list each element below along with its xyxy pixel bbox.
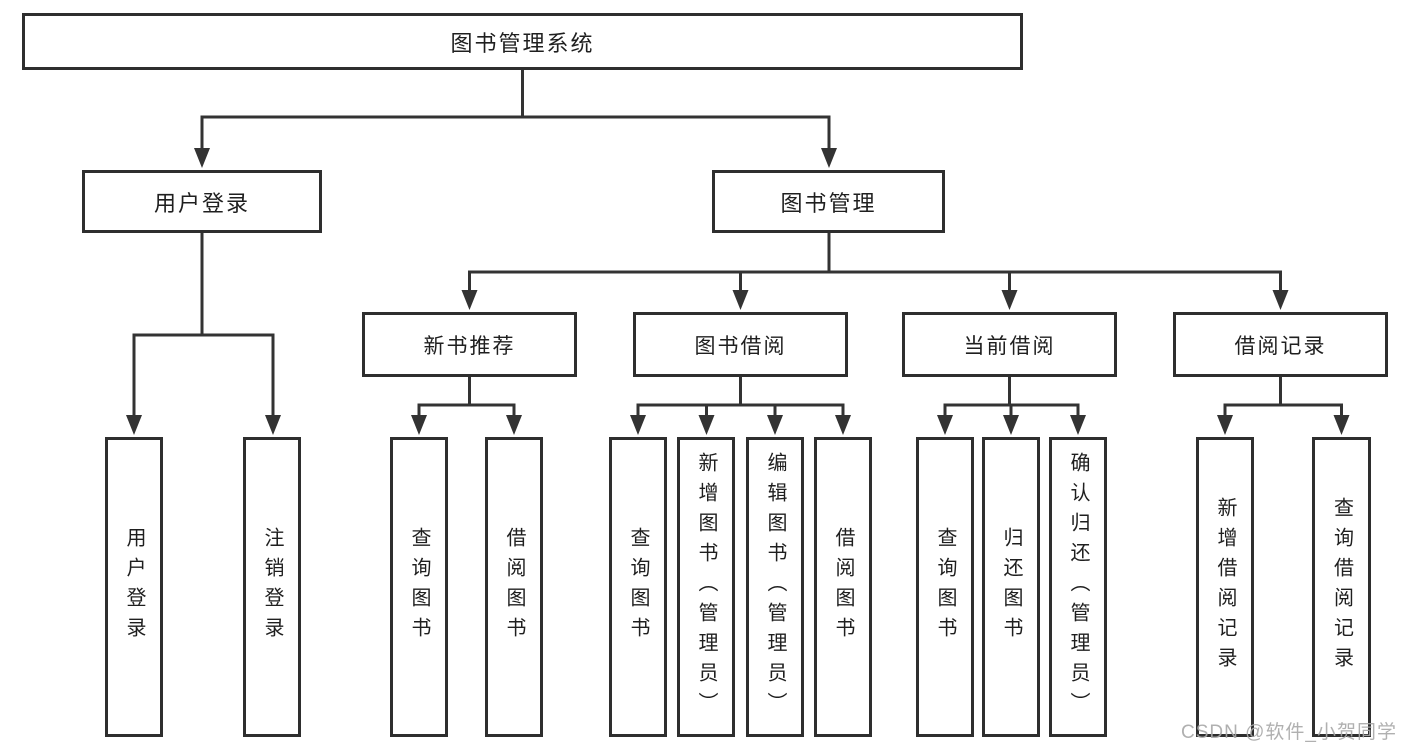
csdn-watermark: CSDN @软件_小贺同学 [1181,722,1397,743]
leaf-query-borrow-record: 查询借阅记录 [1312,437,1371,737]
node-user-login-branch: 用户登录 [82,170,322,233]
node-label: 确认归还（管理员） [1067,452,1089,722]
leaf-add-borrow-record: 新增借阅记录 [1196,437,1254,737]
node-label: 用户登录 [123,527,145,647]
node-book-borrow: 图书借阅 [633,312,848,377]
node-label: 注销登录 [261,527,283,647]
leaf-logout: 注销登录 [243,437,301,737]
node-label: 新增图书（管理员） [695,452,717,722]
node-label: 借阅图书 [503,527,525,647]
node-book-management-branch: 图书管理 [712,170,945,233]
node-current-borrow: 当前借阅 [902,312,1117,377]
arrowheads [126,148,1350,435]
node-label: 新书推荐 [423,334,516,358]
node-label: 查询借阅记录 [1330,497,1353,677]
leaf-borrow-books: 借阅图书 [814,437,872,737]
node-label: 图书管理 [780,190,877,216]
leaf-user-login: 用户登录 [105,437,163,737]
leaf-return-books: 归还图书 [982,437,1040,737]
leaf-confirm-return-admin: 确认归还（管理员） [1049,437,1107,737]
leaf-edit-books-admin: 编辑图书（管理员） [746,437,804,737]
node-label: 借阅记录 [1234,334,1327,358]
leaf-query-books: 查询图书 [609,437,667,737]
node-borrow-records: 借阅记录 [1173,312,1388,377]
node-new-book-recommend: 新书推荐 [362,312,577,377]
leaf-query-current-books: 查询图书 [916,437,974,737]
node-label: 图书借阅 [694,334,787,358]
node-label: 图书管理系统 [450,30,595,56]
leaf-query-books-recommend: 查询图书 [390,437,448,737]
node-label: 新增借阅记录 [1214,497,1236,677]
node-label: 查询图书 [408,527,430,647]
node-label: 归还图书 [1000,527,1022,647]
node-label: 查询图书 [627,527,649,647]
node-label: 当前借阅 [963,334,1056,358]
node-label: 编辑图书（管理员） [764,452,786,722]
node-label: 用户登录 [153,190,250,216]
node-root-system: 图书管理系统 [22,13,1023,70]
leaf-add-books-admin: 新增图书（管理员） [677,437,735,737]
node-label: 借阅图书 [832,527,854,647]
node-label: 查询图书 [934,527,956,647]
leaf-borrow-books-recommend: 借阅图书 [485,437,543,737]
